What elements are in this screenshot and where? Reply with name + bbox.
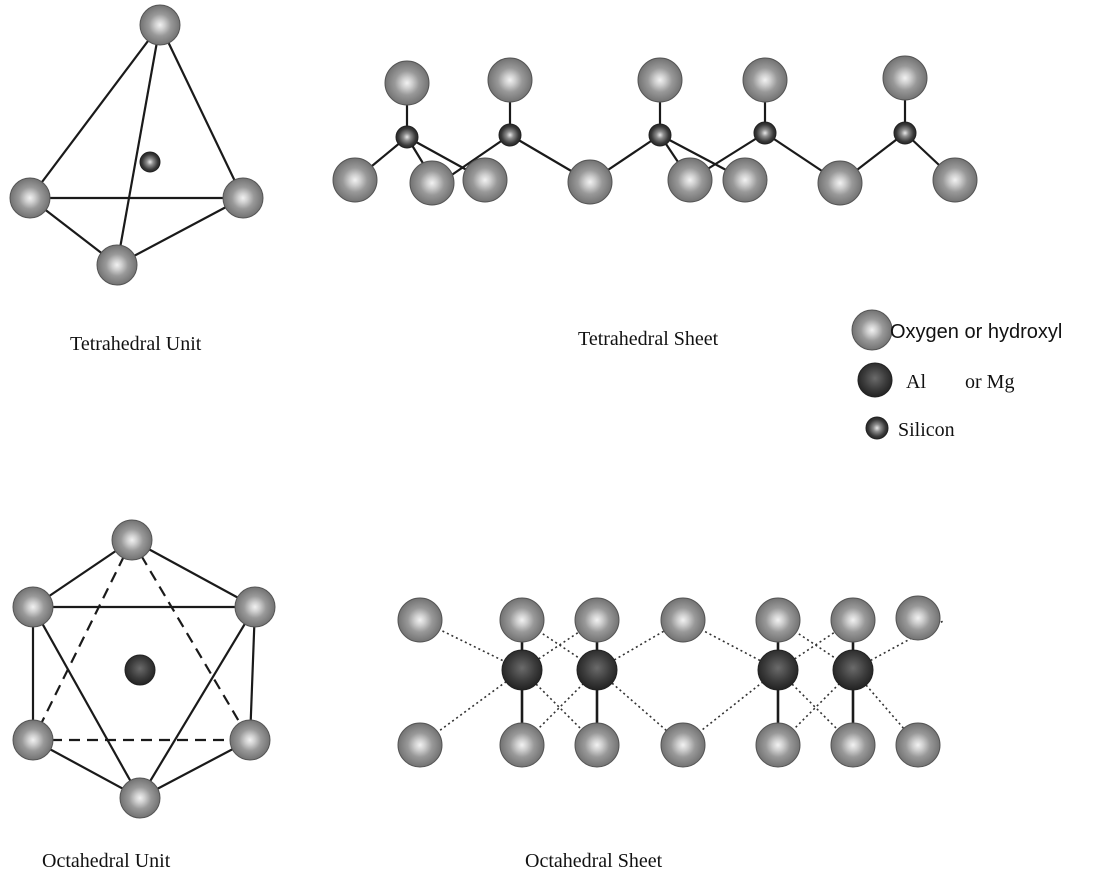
al-mg-atom [576, 649, 618, 691]
al-mg-atom [757, 649, 799, 691]
oxygen-atom [755, 722, 801, 768]
oxygen-atom [830, 597, 876, 643]
oxygen-atom [9, 177, 51, 219]
legend-al-label: Al [906, 371, 926, 393]
silicon-atom [139, 151, 161, 173]
octahedral-unit-dashed-bonds [32, 539, 251, 742]
octahedral-sheet [397, 595, 946, 768]
legend-silicon-label: Silicon [898, 419, 955, 441]
oxygen-atom [660, 722, 706, 768]
oxygen-atom [139, 4, 181, 46]
oxygen-atom [409, 160, 455, 206]
al-mg-atom [501, 649, 543, 691]
oxygen-atom [384, 60, 430, 106]
oxygen-atom [722, 157, 768, 203]
oxygen-atom [574, 597, 620, 643]
legend-al-mg-swatch [857, 362, 893, 398]
oxygen-atom [119, 777, 161, 819]
octahedral-unit [12, 519, 276, 819]
oxygen-atom [895, 722, 941, 768]
octahedral-sheet-caption: Octahedral Sheet [525, 850, 663, 872]
oxygen-atom [895, 595, 941, 641]
octahedral-unit-caption: Octahedral Unit [42, 850, 171, 872]
tetrahedral-sheet-caption: Tetrahedral Sheet [578, 328, 719, 350]
oxygen-atom [742, 57, 788, 103]
legend-silicon-swatch [865, 416, 889, 440]
oxygen-atom [499, 722, 545, 768]
oxygen-atom [332, 157, 378, 203]
silicon-atom [893, 121, 917, 145]
oxygen-atom [830, 722, 876, 768]
legend-oxygen-swatch [851, 309, 893, 351]
oxygen-atom [12, 719, 54, 761]
octahedral-unit-solid-bonds [31, 539, 257, 799]
tetrahedral-unit [9, 4, 264, 286]
oxygen-atom [229, 719, 271, 761]
oxygen-atom [12, 586, 54, 628]
silicon-atom [753, 121, 777, 145]
tetrahedral-sheet [332, 55, 978, 206]
oxygen-atom [574, 722, 620, 768]
al-mg-atom [832, 649, 874, 691]
oxygen-atom [667, 157, 713, 203]
legend: Oxygen or hydroxyl Al or Mg Silicon [851, 309, 1062, 441]
oxygen-atom [817, 160, 863, 206]
oxygen-atom [932, 157, 978, 203]
silicon-atom [395, 125, 419, 149]
tetrahedral-unit-caption: Tetrahedral Unit [70, 333, 202, 355]
oxygen-atom [637, 57, 683, 103]
oxygen-atom [462, 157, 508, 203]
oxygen-atom [397, 597, 443, 643]
oxygen-atom [487, 57, 533, 103]
silicon-atom [648, 123, 672, 147]
oxygen-atom [660, 597, 706, 643]
silicon-atom [498, 123, 522, 147]
tetrahedral-unit-bonds [29, 24, 244, 266]
oxygen-atom [397, 722, 443, 768]
oxygen-atom [222, 177, 264, 219]
legend-oxygen-label: Oxygen or hydroxyl [890, 321, 1062, 343]
al-mg-atom [124, 654, 156, 686]
oxygen-atom [567, 159, 613, 205]
oxygen-atom [96, 244, 138, 286]
oxygen-atom [234, 586, 276, 628]
oxygen-atom [755, 597, 801, 643]
oxygen-atom [882, 55, 928, 101]
oxygen-atom [111, 519, 153, 561]
legend-or-mg-label: or Mg [965, 371, 1014, 393]
oxygen-atom [499, 597, 545, 643]
